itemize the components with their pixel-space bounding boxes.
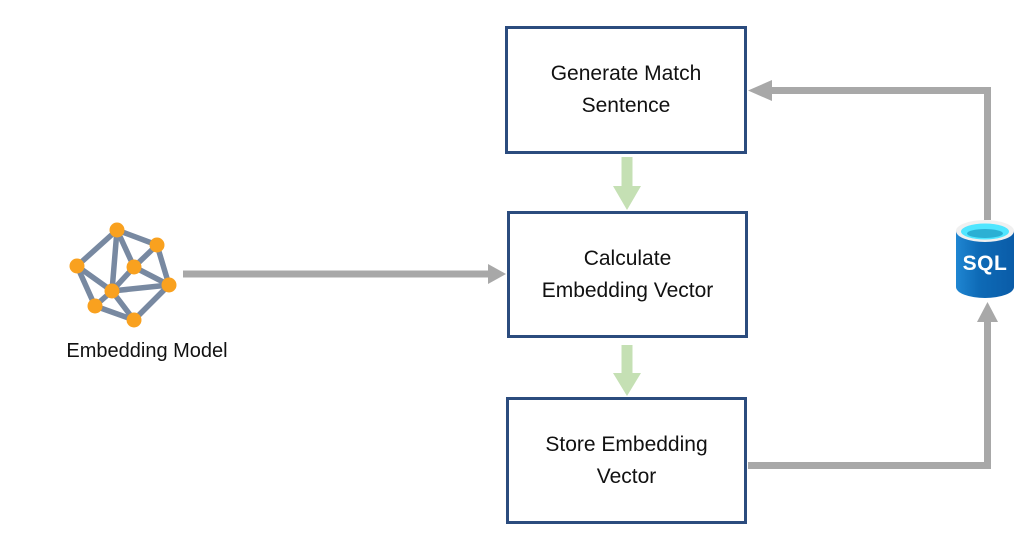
flow-box-label: Generate Match Sentence (550, 62, 702, 117)
flow-box-label: Calculate Embedding Vector (541, 246, 714, 302)
flow-box-generate-match-sentence: Generate Match Sentence (505, 26, 747, 154)
flow-box-label: Store Embedding Vector (545, 432, 708, 488)
arrow-embedding-model-to-calculate (183, 264, 506, 284)
arrow-generate-to-calculate (613, 157, 641, 210)
arrow-store-to-sql (748, 302, 998, 469)
sql-label: SQL (962, 252, 1008, 275)
database-cylinder-icon (956, 220, 1014, 298)
arrow-calculate-to-store (613, 345, 641, 396)
network-graph-icon (69, 222, 177, 328)
flow-box-calculate-embedding-vector: Calculate Embedding Vector (507, 211, 748, 338)
flow-box-store-embedding-vector: Store Embedding Vector (506, 397, 747, 524)
embedding-model-label: Embedding Model (66, 340, 228, 362)
arrow-sql-to-generate (748, 80, 991, 220)
